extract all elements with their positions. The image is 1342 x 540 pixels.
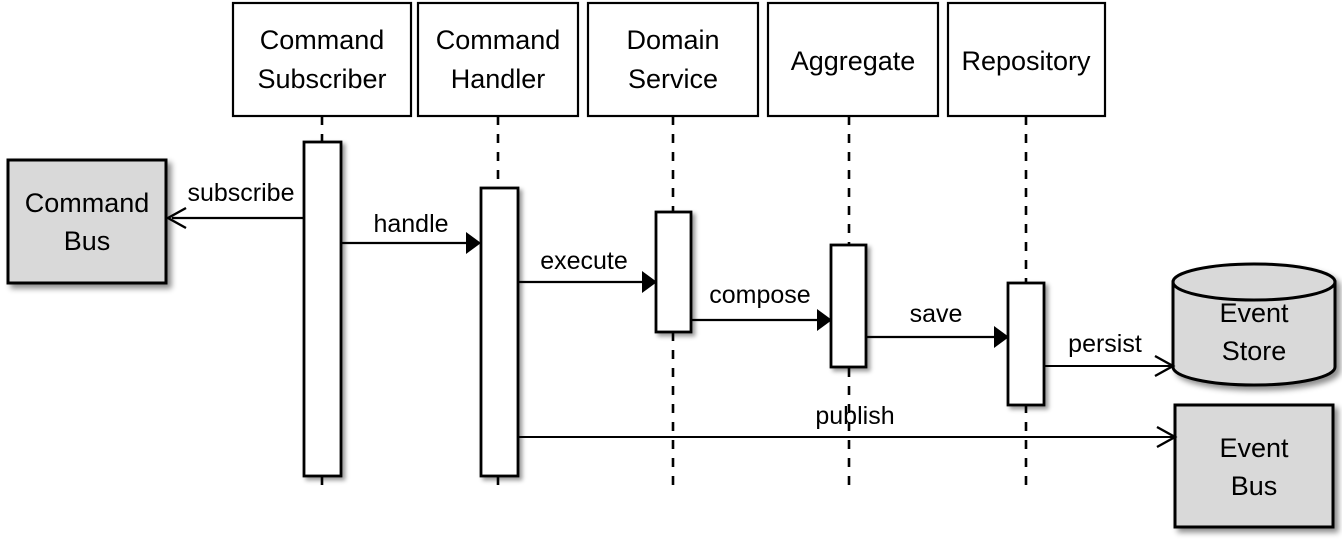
arrowhead-compose [817,309,832,331]
lifeline-label-domain-service-line1: Domain [626,25,719,55]
activation-bar-repository[interactable] [1006,281,1046,407]
lifeline-label-command-handler-line2: Handler [451,64,546,94]
lifeline-header-aggregate[interactable]: Aggregate [766,1,940,118]
node-command-bus[interactable] [6,158,168,285]
node-box-event-bus[interactable] [1173,403,1335,529]
lifeline-label-command-subscriber-line1: Command [260,25,385,55]
lifeline-header-repository[interactable]: Repository [946,1,1107,118]
arrowhead-execute [642,271,657,293]
message-handle[interactable]: handle [341,210,481,254]
node-box-command-bus[interactable] [6,158,168,285]
message-subscribe[interactable]: subscribe [165,179,304,230]
activation-bar-aggregate[interactable] [829,243,868,369]
lifeline-label-command-handler-line1: Command [436,25,561,55]
node-label-event-store-line1: Event [1219,298,1289,328]
message-label-save: save [910,300,963,328]
lifeline-label-aggregate: Aggregate [791,46,916,76]
node-cylinder-body-event-store[interactable] [1171,280,1337,387]
node-cylinder-top-event-store[interactable] [1171,262,1337,302]
message-label-compose: compose [709,281,810,309]
lifeline-header-command-subscriber[interactable]: Command Subscriber [231,1,413,118]
message-save[interactable]: save [866,300,1009,348]
node-label-command-bus-line2: Bus [64,226,111,256]
node-label-event-bus-line2: Bus [1231,471,1278,501]
arrowhead-publish [1156,425,1178,449]
activation-bars [302,140,1046,478]
message-compose[interactable]: compose [691,281,832,331]
node-event-store[interactable] [1171,262,1337,387]
message-label-execute: execute [540,247,628,275]
lifeline-headers: Command Subscriber Command Handler Domai… [231,1,1107,118]
lifeline-box-repository[interactable] [946,1,1107,118]
node-label-command-bus-line1: Command [25,188,150,218]
activation-bar-command-handler[interactable] [479,186,520,478]
lifeline-box-command-handler[interactable] [416,1,580,118]
lifeline-label-domain-service-line2: Service [628,64,718,94]
lifeline-label-command-subscriber-line2: Subscriber [257,64,386,94]
node-event-bus[interactable] [1173,403,1335,529]
arrowhead-handle [466,232,481,254]
node-label-event-bus-line1: Event [1219,433,1289,463]
arrowhead-save [994,326,1009,348]
lifeline-box-aggregate[interactable] [766,1,940,118]
lifeline-header-domain-service[interactable]: Domain Service [586,1,760,118]
node-label-event-store-line2: Store [1222,336,1287,366]
message-label-persist: persist [1068,330,1142,358]
message-publish[interactable]: publish [518,402,1178,449]
lifeline-box-domain-service[interactable] [586,1,760,118]
lifeline-label-repository: Repository [961,46,1091,76]
message-label-publish: publish [815,402,894,430]
message-label-handle: handle [373,210,448,238]
lifeline-box-command-subscriber[interactable] [231,1,413,118]
arrowhead-persist [1154,354,1176,378]
arrowhead-subscribe [165,206,187,230]
message-execute[interactable]: execute [518,247,657,293]
activation-bar-command-subscriber[interactable] [302,140,343,478]
message-persist[interactable]: persist [1044,330,1176,378]
lifeline-header-command-handler[interactable]: Command Handler [416,1,580,118]
message-label-subscribe: subscribe [188,179,295,207]
activation-bar-domain-service[interactable] [654,210,693,334]
